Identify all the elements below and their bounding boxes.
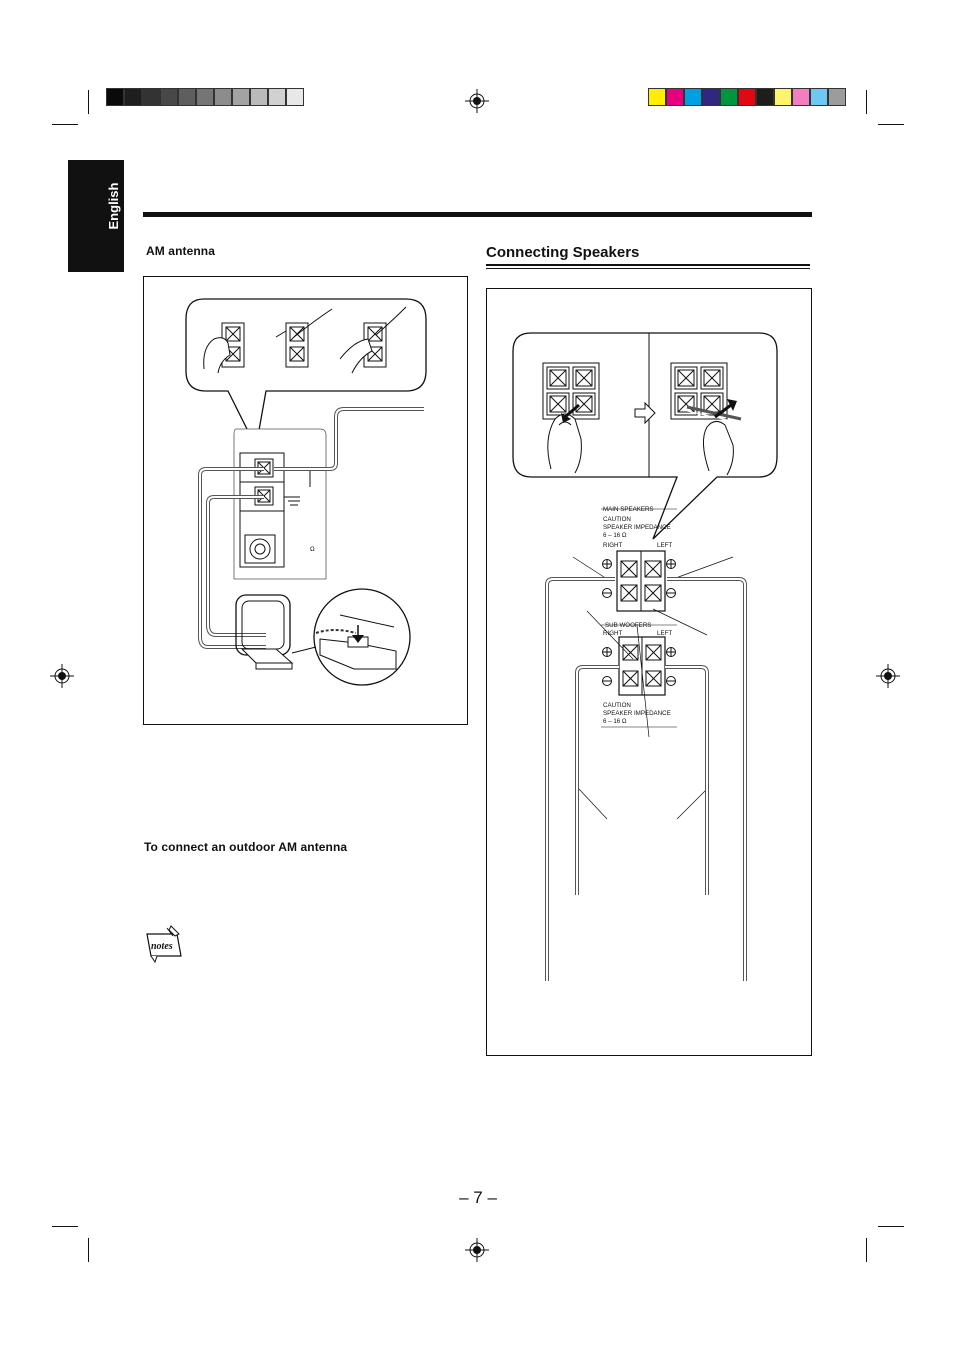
gray-swatch — [178, 88, 196, 106]
speakers-figure: MAIN SPEAKERS CAUTION SPEAKER IMPEDANCE … — [486, 288, 812, 1056]
gray-swatch — [124, 88, 142, 106]
crop-mark — [866, 90, 867, 114]
crop-mark — [88, 1238, 89, 1262]
outdoor-am-heading: To connect an outdoor AM antenna — [144, 840, 348, 854]
terminal-step-3 — [339, 306, 407, 374]
gray-swatch — [196, 88, 214, 106]
terminal-step-1 — [203, 322, 245, 374]
color-swatch — [702, 88, 720, 106]
gray-swatch — [142, 88, 160, 106]
language-tab: English — [68, 160, 124, 272]
left-label-bottom: LEFT — [657, 630, 672, 637]
gray-swatch — [232, 88, 250, 106]
color-swatch — [684, 88, 702, 106]
terminal-step-2 — [275, 308, 333, 368]
speaker-terminal-step-1 — [542, 362, 600, 474]
right-label-top: RIGHT — [603, 542, 622, 549]
caution-top-line1: CAUTION — [603, 516, 631, 523]
notes-icon-label: notes — [151, 941, 173, 952]
color-swatch — [720, 88, 738, 106]
language-tab-label: English — [106, 182, 121, 230]
left-label-top: LEFT — [657, 542, 672, 549]
color-swatch — [738, 88, 756, 106]
ohm-symbol: Ω — [310, 546, 315, 553]
color-swatch — [774, 88, 792, 106]
section-rule — [143, 212, 812, 217]
polarity-symbols — [602, 559, 676, 598]
am-antenna-figure: Ω — [143, 276, 468, 725]
gray-swatch — [286, 88, 304, 106]
crop-mark — [88, 90, 89, 114]
main-speakers-label: MAIN SPEAKERS — [603, 506, 654, 513]
crop-mark — [52, 1226, 78, 1227]
registration-mark-right — [876, 664, 900, 688]
color-swatch — [810, 88, 828, 106]
registration-mark-top — [465, 89, 489, 113]
connecting-speakers-heading: Connecting Speakers — [486, 244, 640, 261]
gray-swatch — [268, 88, 286, 106]
color-swatch — [792, 88, 810, 106]
notes-icon: notes — [146, 925, 182, 964]
caution-bottom-line2: SPEAKER IMPEDANCE — [603, 710, 671, 717]
color-swatch — [648, 88, 666, 106]
right-label-bottom: RIGHT — [603, 630, 622, 637]
gray-swatch — [106, 88, 124, 106]
caution-top-line2: SPEAKER IMPEDANCE — [603, 524, 671, 531]
gray-swatch — [250, 88, 268, 106]
color-swatch — [666, 88, 684, 106]
sub-woofers-label: SUB WOOFERS — [605, 622, 651, 629]
registration-mark-bottom — [465, 1238, 489, 1262]
speakers-heading-rule-thin — [486, 268, 810, 269]
page-number: – 7 – — [459, 1188, 497, 1207]
crop-mark — [866, 1238, 867, 1262]
speaker-terminal-step-2 — [670, 362, 742, 476]
color-swatch — [756, 88, 774, 106]
gray-swatch — [160, 88, 178, 106]
impedance-bottom: 6 – 16 Ω — [603, 718, 627, 725]
crop-mark — [878, 1226, 904, 1227]
crop-mark — [878, 124, 904, 125]
impedance-top: 6 – 16 Ω — [603, 532, 627, 539]
speakers-heading-rule — [486, 264, 810, 266]
crop-mark — [52, 124, 78, 125]
am-antenna-heading: AM antenna — [146, 244, 216, 258]
caution-bottom-line1: CAUTION — [603, 702, 631, 709]
registration-mark-left — [50, 664, 74, 688]
color-swatch — [828, 88, 846, 106]
gray-swatch — [214, 88, 232, 106]
